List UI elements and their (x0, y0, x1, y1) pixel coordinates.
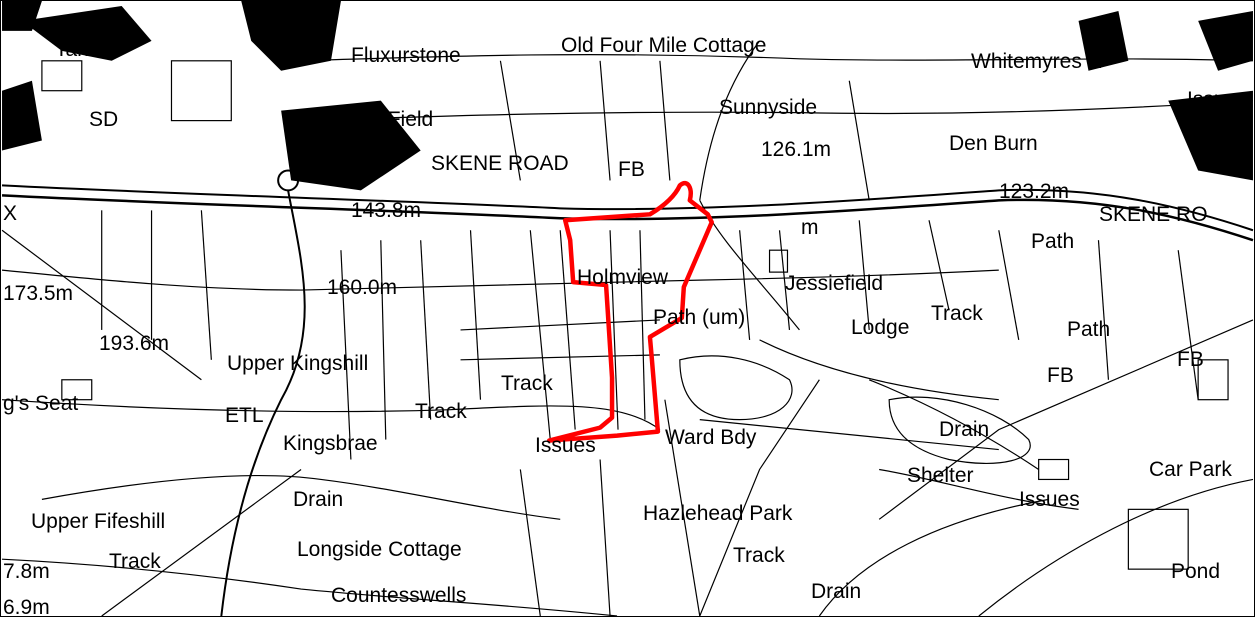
label-ward-bdy[interactable]: Ward Bdy (665, 426, 757, 449)
label-upper-fifeshill[interactable]: Upper Fifeshill (31, 510, 166, 533)
label-drain-right[interactable]: Drain (939, 418, 990, 441)
label-holmview[interactable]: Holmview (577, 266, 669, 289)
label-car-park[interactable]: Car Park (1149, 458, 1232, 481)
label-x-left[interactable]: X (3, 202, 18, 225)
label-path-right[interactable]: Path (1031, 230, 1075, 253)
label-spot-height-143[interactable]: 143.8m (351, 199, 422, 222)
label-issues-top-right[interactable]: Issue (1187, 88, 1238, 111)
label-spot-height-126[interactable]: 126.1m (761, 138, 832, 161)
label-issues-right[interactable]: Issues (1019, 488, 1080, 511)
label-longside-cottage[interactable]: Longside Cottage (297, 538, 462, 561)
label-lodge[interactable]: Lodge (851, 316, 910, 339)
label-fb-top[interactable]: FB (618, 158, 645, 181)
label-spot-height-193[interactable]: 193.6m (99, 332, 170, 355)
label-whitemyres[interactable]: Whitemyres H (971, 50, 1103, 73)
label-fluxstone[interactable]: Fluxurstone (351, 44, 461, 67)
label-track-right[interactable]: Track (931, 302, 983, 325)
label-track-center[interactable]: Track (501, 372, 553, 395)
label-hazlehead-park[interactable]: Hazlehead Park (643, 502, 793, 525)
label-drain-bottom[interactable]: Drain (811, 580, 862, 603)
site-boundary (547, 180, 714, 443)
label-path-um[interactable]: Path (um) (653, 306, 746, 329)
label-pond[interactable]: Pond (1171, 560, 1221, 583)
label-fb-right[interactable]: FB (1177, 348, 1204, 371)
label-skene-road-right[interactable]: SKENE RO (1099, 203, 1208, 226)
label-jessiefield[interactable]: Jessiefield (785, 272, 884, 295)
label-spot-height-173[interactable]: 173.5m (3, 282, 74, 305)
label-spot-height-right-mid[interactable]: m (801, 216, 819, 239)
label-playing-field[interactable]: Playing Field (313, 108, 434, 131)
label-etl[interactable]: ETL (225, 404, 264, 427)
label-upper-kingshill[interactable]: Upper Kingshill (227, 352, 369, 375)
label-skene-road-left[interactable]: SKENE ROAD (431, 152, 569, 175)
label-kingsbrae[interactable]: Kingsbrae (283, 432, 378, 455)
label-sunnyside[interactable]: Sunnyside (719, 96, 818, 119)
label-old-four-mile-cottage[interactable]: Old Four Mile Cottage (561, 34, 767, 57)
woodland-areas (2, 1, 1253, 191)
label-drain-left[interactable]: Drain (293, 488, 344, 511)
label-path-right-2[interactable]: Path (1067, 318, 1111, 341)
label-track-bottom[interactable]: Track (733, 544, 785, 567)
label-issues-mid[interactable]: Issues (535, 434, 596, 457)
label-spot-height-160[interactable]: 160.0m (327, 276, 398, 299)
label-countesswells[interactable]: Countesswells (331, 584, 467, 607)
label-shelter[interactable]: Shelter (907, 464, 974, 487)
label-den-burn[interactable]: Den Burn (949, 132, 1038, 155)
label-track-mid[interactable]: Track (415, 400, 467, 423)
label-tannfield[interactable]: Tannfi (55, 38, 112, 61)
label-spot-height-7-8[interactable]: 7.8m (3, 560, 50, 583)
label-kings-seat[interactable]: g's Seat (3, 392, 79, 415)
label-spot-height-123[interactable]: 123.2m (999, 180, 1070, 203)
label-fb-right-2[interactable]: FB (1047, 364, 1074, 387)
label-spot-height-6-9[interactable]: 6.9m (3, 596, 50, 617)
label-sd[interactable]: SD (89, 108, 119, 131)
label-track-left[interactable]: Track (109, 550, 161, 573)
